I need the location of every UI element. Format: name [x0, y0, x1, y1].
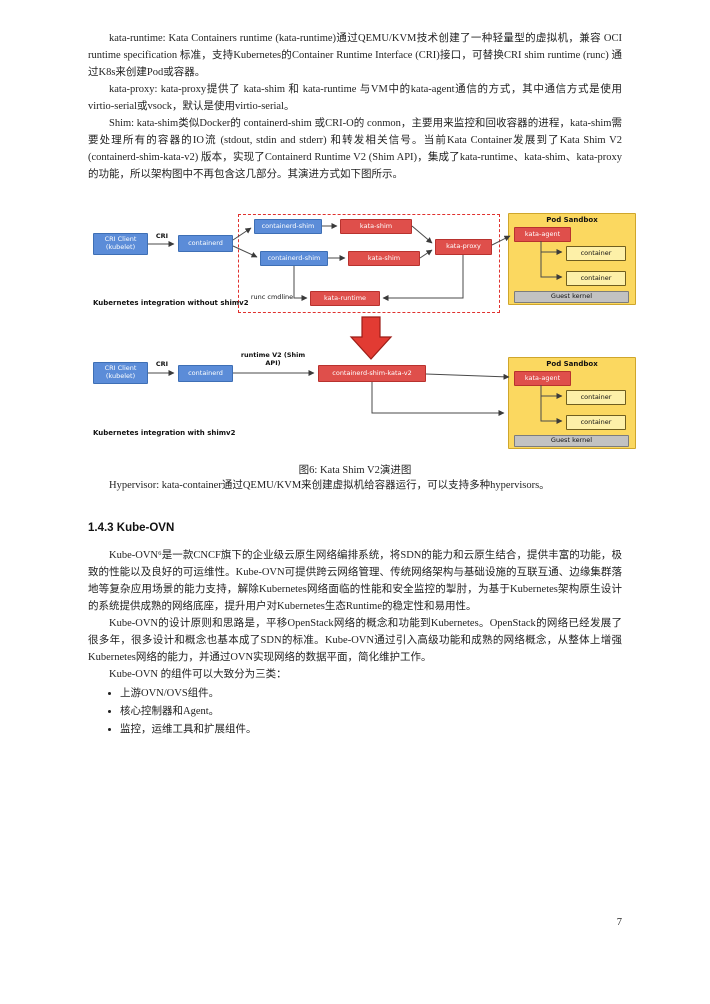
node-containerd-shim-top: containerd-shim [254, 219, 322, 234]
paragraph-kube-ovn-design: Kube-OVN的设计原则和思路是，平移OpenStack网络的概念和功能到Ku… [88, 618, 622, 663]
label-cri: CRI [155, 232, 169, 240]
node-guest-kernel-top: Guest kernel [514, 291, 629, 303]
pod-sandbox-top-title: Pod Sandbox [546, 216, 598, 224]
node-kata-proxy: kata-proxy [435, 239, 492, 255]
kube-ovn-component-list: 上游OVN/OVS组件。 核心控制器和Agent。 监控，运维工具和扩展组件。 [88, 685, 622, 739]
pod-sandbox-top: Pod Sandbox kata-agent container contain… [508, 213, 636, 305]
list-item-upstream-ovn-ovs: 上游OVN/OVS组件。 [120, 685, 622, 703]
page-number: 7 [616, 917, 622, 928]
node-containerd-shim-bottom: containerd-shim [260, 251, 328, 266]
figure-kata-shim-v2-diagram: CRI Client (kubelet) CRI containerd cont… [88, 209, 640, 455]
paragraph-hypervisor: Hypervisor: kata-container通过QEMU/KVM来创建虚… [109, 480, 550, 491]
label-with-shimv2: Kubernetes integration with shimv2 [93, 429, 236, 437]
paragraph-kata-proxy: kata-proxy: kata-proxy提供了 kata-shim 和 ka… [88, 84, 622, 112]
node-container-2-bottom: container [566, 415, 626, 430]
node-container-1-top: container [566, 246, 626, 261]
paragraph-kube-ovn-intro: Kube-OVN⁶是一款CNCF旗下的企业级云原生网络编排系统，将SDN的能力和… [88, 550, 622, 612]
node-kata-shim-top: kata-shim [340, 219, 412, 234]
label-runtime-v2-shim-api: runtime V2 (Shim API) [240, 351, 306, 367]
paragraph-kube-ovn-components: Kube-OVN 的组件可以大致分为三类： [109, 669, 287, 680]
label-cri-v2: CRI [155, 360, 169, 368]
list-item-monitoring-tools: 监控，运维工具和扩展组件。 [120, 721, 622, 739]
pod-sandbox-bottom: Pod Sandbox kata-agent container contain… [508, 357, 636, 449]
evolution-arrow-icon [349, 316, 393, 360]
label-without-shimv2: Kubernetes integration without shimv2 [93, 299, 249, 307]
node-guest-kernel-bottom: Guest kernel [514, 435, 629, 447]
node-cri-client-v2: CRI Client (kubelet) [93, 362, 148, 384]
list-item-core-controller-agent: 核心控制器和Agent。 [120, 703, 622, 721]
node-kata-agent-top: kata-agent [514, 227, 571, 242]
node-containerd-v2: containerd [178, 365, 233, 382]
node-kata-runtime: kata-runtime [310, 291, 380, 306]
section-heading-kube-ovn: 1.4.3 Kube-OVN [88, 522, 175, 534]
shim-components-outline [238, 214, 500, 313]
node-cri-client: CRI Client (kubelet) [93, 233, 148, 255]
page-content: kata-runtime: Kata Containers runtime (k… [88, 30, 636, 739]
node-containerd-shim-kata-v2: containerd-shim-kata-v2 [318, 365, 426, 382]
node-container-1-bottom: container [566, 390, 626, 405]
label-runc-cmdline: runc cmdline [250, 293, 294, 301]
node-containerd: containerd [178, 235, 233, 252]
paragraph-kata-runtime: kata-runtime: Kata Containers runtime (k… [88, 33, 622, 78]
node-kata-shim-bottom: kata-shim [348, 251, 420, 266]
pod-sandbox-bottom-title: Pod Sandbox [546, 360, 598, 368]
node-container-2-top: container [566, 271, 626, 286]
node-kata-agent-bottom: kata-agent [514, 371, 571, 386]
figure-caption: 图6: Kata Shim V2演进图 [298, 465, 412, 476]
paragraph-shim: Shim: kata-shim类似Docker的 containerd-shim… [88, 118, 622, 180]
